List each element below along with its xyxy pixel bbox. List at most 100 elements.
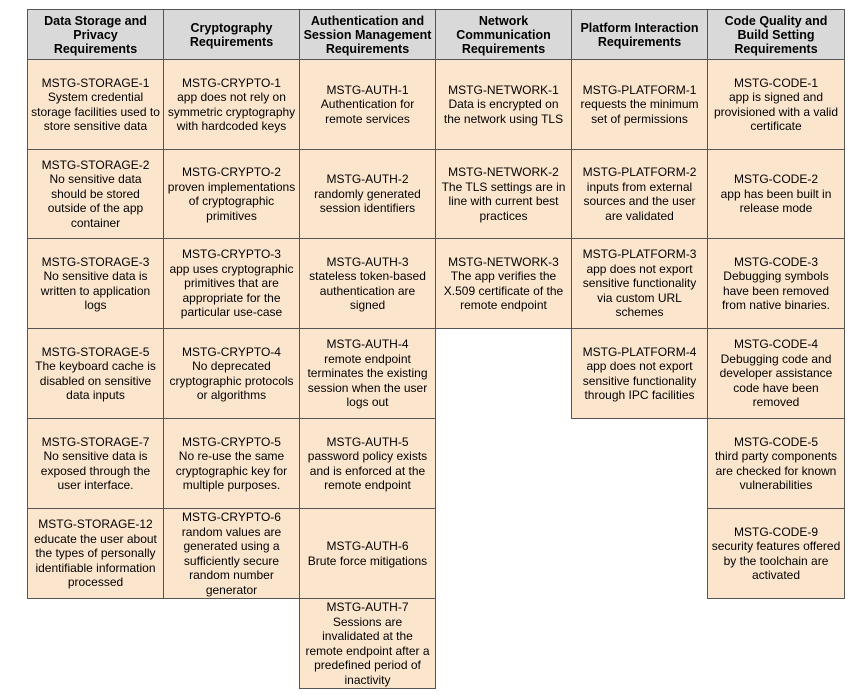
requirement-id: MSTG-STORAGE-1 bbox=[41, 75, 150, 90]
requirement-id: MSTG-NETWORK-3 bbox=[448, 254, 559, 269]
requirement-id: MSTG-AUTH-7 bbox=[326, 600, 409, 614]
requirement-id: MSTG-AUTH-3 bbox=[326, 254, 409, 269]
requirement-description: Debugging code and developer assistance … bbox=[719, 351, 833, 410]
requirement-id: MSTG-PLATFORM-2 bbox=[582, 165, 697, 179]
requirement-id: MSTG-PLATFORM-1 bbox=[582, 82, 697, 97]
requirement-id: MSTG-CODE-4 bbox=[734, 337, 818, 352]
requirement-id: MSTG-CRYPTO-3 bbox=[182, 247, 281, 262]
requirement-id: MSTG-CRYPTO-4 bbox=[182, 344, 281, 359]
requirement-description: Authentication for remote services bbox=[320, 97, 415, 126]
requirement-id: MSTG-NETWORK-1 bbox=[448, 82, 559, 97]
requirement-id: MSTG-AUTH-6 bbox=[326, 539, 409, 553]
column-header-auth: Authentication and Session Management Re… bbox=[299, 9, 436, 60]
requirement-description: stateless token-based authentication are… bbox=[309, 269, 426, 312]
requirement-id: MSTG-STORAGE-7 bbox=[41, 434, 150, 449]
column-header-platform: Platform Interaction Requirements bbox=[571, 9, 708, 60]
column-header-code: Code Quality and Build Setting Requireme… bbox=[707, 9, 845, 60]
requirement-id: MSTG-CRYPTO-6 bbox=[182, 510, 281, 524]
requirement-id: MSTG-AUTH-5 bbox=[326, 434, 409, 449]
requirement-description: app does not export sensitive functional… bbox=[582, 261, 697, 320]
requirement-description: The app verifies the X.509 certificate o… bbox=[443, 269, 564, 312]
requirement-description: app uses cryptographic primitives that a… bbox=[169, 261, 294, 320]
requirement-description: No sensitive data is written to applicat… bbox=[40, 269, 151, 312]
requirement-description: Sessions are invalidated at the remote e… bbox=[305, 614, 430, 687]
requirement-id: MSTG-STORAGE-12 bbox=[38, 517, 153, 532]
requirement-description: Data is encrypted on the network using T… bbox=[443, 97, 564, 126]
requirement-description: remote endpoint terminates the existing … bbox=[307, 351, 428, 410]
requirement-description: app has been built in release mode bbox=[720, 186, 832, 216]
requirement-description: No sensitive data should be stored outsi… bbox=[47, 172, 144, 230]
requirement-id: MSTG-NETWORK-2 bbox=[448, 165, 559, 179]
requirement-id: MSTG-CRYPTO-5 bbox=[182, 434, 281, 449]
requirement-id: MSTG-CODE-5 bbox=[734, 434, 818, 449]
requirement-id: MSTG-CRYPTO-2 bbox=[182, 165, 281, 179]
requirement-description: security features offered by the toolcha… bbox=[711, 539, 841, 582]
requirement-id: MSTG-AUTH-1 bbox=[326, 82, 409, 97]
requirement-id: MSTG-STORAGE-2 bbox=[41, 157, 150, 172]
requirement-description: requests the minimum set of permissions bbox=[580, 97, 699, 126]
requirement-description: No deprecated cryptographic protocols or… bbox=[169, 359, 294, 402]
requirement-id: MSTG-PLATFORM-3 bbox=[582, 247, 697, 262]
requirement-description: proven implementations of cryptographic … bbox=[167, 179, 296, 223]
requirement-description: app does not rely on symmetric cryptogra… bbox=[167, 90, 296, 133]
requirement-id: MSTG-AUTH-4 bbox=[326, 337, 409, 352]
requirement-description: random values are generated using a suff… bbox=[181, 524, 282, 597]
column-header-network: Network Communication Requirements bbox=[435, 9, 572, 60]
requirement-id: MSTG-PLATFORM-4 bbox=[582, 344, 697, 359]
requirement-description: The TLS settings are in line with curren… bbox=[441, 179, 566, 223]
requirement-description: app is signed and provisioned with a val… bbox=[713, 90, 839, 133]
requirement-description: Debugging symbols have been removed from… bbox=[721, 269, 831, 312]
requirement-description: No re-use the same cryptographic key for… bbox=[175, 449, 288, 492]
requirement-description: password policy exists and is enforced a… bbox=[307, 449, 428, 492]
requirement-description: app does not export sensitive functional… bbox=[582, 359, 697, 402]
requirement-description: The keyboard cache is disabled on sensit… bbox=[35, 359, 156, 402]
requirement-id: MSTG-AUTH-2 bbox=[326, 172, 409, 187]
requirement-description: randomly generated session identifiers bbox=[314, 186, 421, 216]
requirement-id: MSTG-CODE-1 bbox=[734, 75, 818, 90]
requirement-id: MSTG-STORAGE-5 bbox=[41, 344, 150, 359]
requirement-description: Brute force mitigations bbox=[307, 553, 428, 568]
requirement-id: MSTG-CODE-9 bbox=[734, 524, 818, 539]
requirement-id: MSTG-CODE-2 bbox=[734, 172, 818, 187]
requirement-id: MSTG-CRYPTO-1 bbox=[182, 75, 281, 90]
requirement-description: No sensitive data is exposed through the… bbox=[40, 449, 151, 492]
requirement-id: MSTG-STORAGE-3 bbox=[41, 254, 150, 269]
column-header-storage: Data Storage and Privacy Requirements bbox=[27, 9, 164, 60]
requirement-id: MSTG-CODE-3 bbox=[734, 254, 818, 269]
requirement-description: System credential storage facilities use… bbox=[31, 90, 160, 133]
column-header-crypto: Cryptography Requirements bbox=[163, 9, 300, 60]
requirement-description: third party components are checked for k… bbox=[714, 449, 838, 492]
requirement-description: educate the user about the types of pers… bbox=[34, 531, 157, 590]
